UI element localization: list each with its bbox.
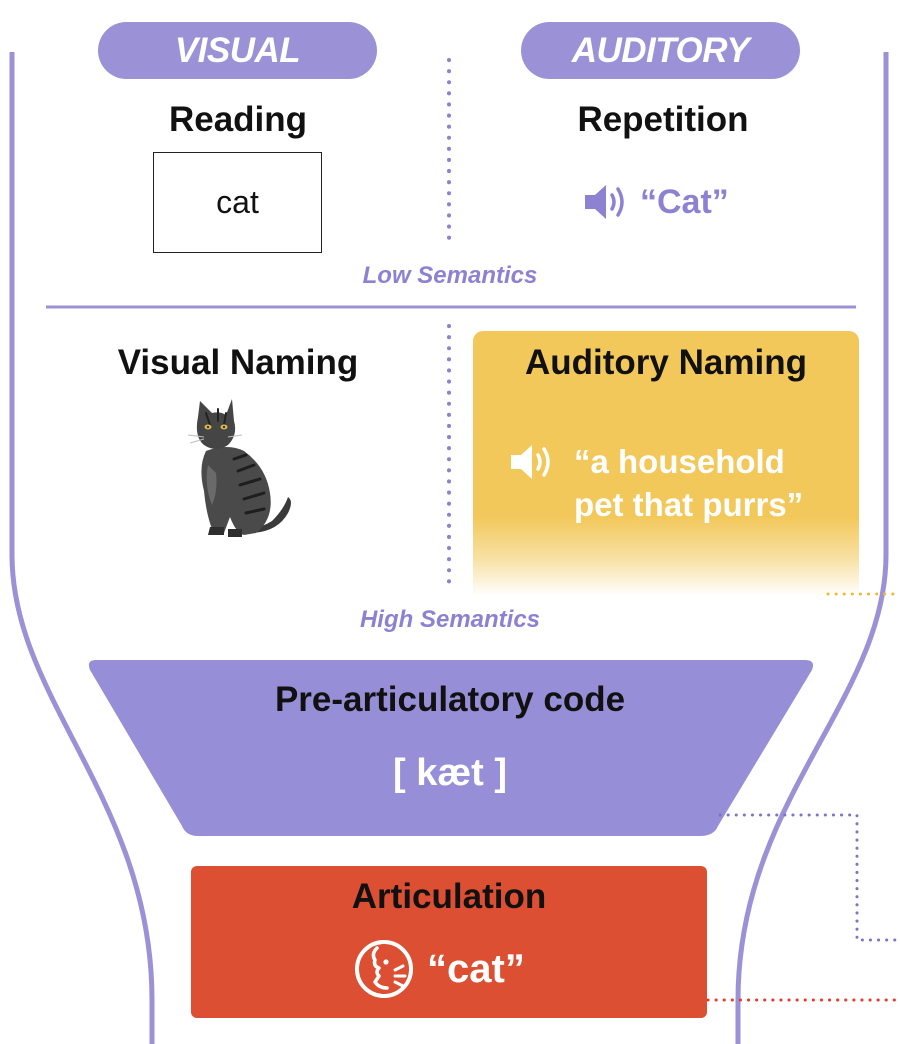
auditory-naming-panel [473,331,859,596]
auditory-naming-stimulus: “a household pet that purrs” [508,440,803,526]
speaker-icon [585,185,624,219]
auditory-naming-line1: “a household [574,443,785,480]
auditory-naming-description: “a household pet that purrs” [574,440,803,526]
articulation-title: Articulation [351,877,547,916]
visual-column-pill: VISUAL [98,22,377,79]
speaker-icon-white [511,445,550,479]
pre-articulatory-title: Pre-articulatory code [274,680,626,719]
speaking-face-icon [355,940,413,998]
auditory-column-pill: AUDITORY [521,22,800,79]
reading-word: cat [216,184,259,220]
auditory-column-label: AUDITORY [571,30,750,70]
visual-column-label: VISUAL [174,30,301,70]
reading-word-box: cat [153,152,322,253]
funnel-right-outline [735,52,889,1044]
visual-naming-title: Visual Naming [117,343,359,382]
repetition-speech: “Cat” [640,182,729,221]
articulation-speech: “cat” [427,946,525,991]
articulation-stimulus: “cat” [353,936,525,1002]
high-semantics-label: High Semantics [359,606,541,633]
repetition-stimulus: “Cat” [582,180,729,224]
auditory-naming-title: Auditory Naming [525,343,807,382]
pre-articulatory-ipa: [ kæt ] [393,752,507,794]
funnel-left-outline [9,52,155,1044]
cat-image [187,399,291,537]
blue-dotted-connector [718,813,900,942]
reading-title: Reading [168,100,308,139]
auditory-naming-line2: pet that purrs” [574,486,804,523]
repetition-title: Repetition [577,100,749,139]
pre-articulatory-shape [88,660,814,836]
low-semantics-label: Low Semantics [362,262,538,289]
articulation-box [191,866,707,1018]
